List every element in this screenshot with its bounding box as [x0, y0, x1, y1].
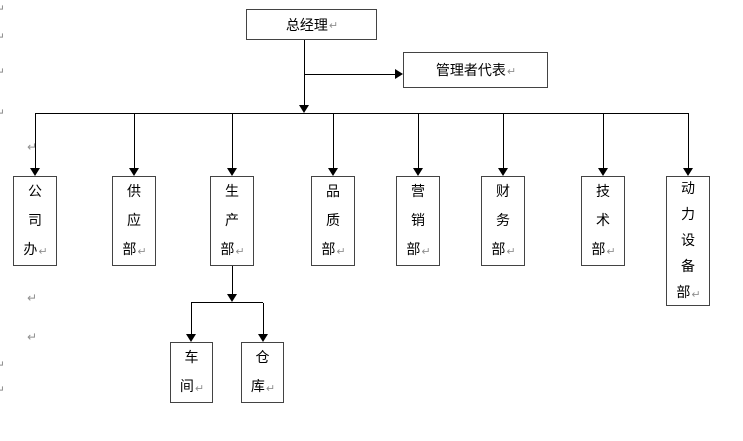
connector-production-vertical — [232, 266, 233, 294]
paragraph-mark-icon: ↵ — [235, 245, 245, 258]
connector-drop — [134, 114, 135, 168]
org-box-label: 仓库↵ — [250, 351, 276, 395]
org-box-label: 生产部↵ — [220, 185, 245, 258]
connector-drop — [418, 114, 419, 168]
org-box-label: 供应部↵ — [122, 185, 147, 258]
connector-management-rep — [304, 74, 395, 75]
org-box-label: 总经理 — [285, 18, 328, 34]
arrowhead-down-icon — [186, 334, 196, 342]
org-box-supply-dept[interactable]: 供应部↵ — [112, 176, 156, 266]
arrowhead-down-icon — [299, 105, 309, 113]
paragraph-mark-icon: ↵ — [0, 106, 6, 120]
paragraph-mark-icon: ↵ — [0, 358, 6, 372]
org-box-warehouse[interactable]: 仓库↵ — [241, 342, 284, 403]
org-box-management-representative[interactable]: 管理者代表↵ — [403, 52, 548, 88]
org-box-label: 动力设备部↵ — [676, 182, 701, 301]
arrowhead-right-icon — [395, 69, 403, 79]
connector-drop — [603, 114, 604, 168]
connector-drop — [232, 114, 233, 168]
arrowhead-down-icon — [258, 334, 268, 342]
org-box-label: 品质部↵ — [321, 185, 346, 258]
arrowhead-down-icon — [598, 168, 608, 176]
connector-distribution-line — [35, 113, 689, 114]
org-box-general-manager[interactable]: 总经理↵ — [246, 9, 377, 40]
paragraph-mark-icon: ↵ — [137, 245, 147, 258]
arrowhead-down-icon — [227, 168, 237, 176]
org-box-label: 管理者代表 — [435, 64, 506, 79]
paragraph-mark-icon: ↵ — [0, 2, 6, 16]
paragraph-mark-icon: ↵ — [27, 330, 38, 344]
connector-drop — [688, 114, 689, 168]
connector-drop — [503, 114, 504, 168]
paragraph-mark-icon: ↵ — [0, 30, 6, 44]
paragraph-mark-icon: ↵ — [506, 245, 516, 258]
org-box-finance-dept[interactable]: 财务部↵ — [481, 176, 525, 266]
arrowhead-down-icon — [498, 168, 508, 176]
paragraph-mark-icon: ↵ — [194, 382, 205, 395]
arrowhead-down-icon — [30, 168, 40, 176]
org-box-company-office[interactable]: 公司办↵ — [13, 176, 57, 266]
org-box-technology-dept[interactable]: 技术部↵ — [581, 176, 625, 266]
paragraph-mark-icon: ↵ — [328, 19, 339, 32]
org-box-marketing-dept[interactable]: 营销部↵ — [396, 176, 440, 266]
paragraph-mark-icon: ↵ — [27, 291, 38, 305]
arrowhead-down-icon — [413, 168, 423, 176]
connector-production-split — [191, 302, 263, 303]
org-box-workshop[interactable]: 车间↵ — [170, 342, 213, 403]
arrowhead-down-icon — [227, 294, 237, 302]
paragraph-mark-icon: ↵ — [265, 382, 276, 395]
paragraph-mark-icon: ↵ — [336, 245, 346, 258]
arrowhead-down-icon — [328, 168, 338, 176]
org-box-quality-dept[interactable]: 品质部↵ — [311, 176, 355, 266]
paragraph-mark-icon: ↵ — [506, 64, 517, 78]
paragraph-mark-icon: ↵ — [0, 65, 6, 79]
paragraph-mark-icon: ↵ — [27, 140, 38, 154]
paragraph-mark-icon: ↵ — [38, 245, 48, 258]
org-box-power-equipment-dept[interactable]: 动力设备部↵ — [666, 176, 710, 306]
paragraph-mark-icon: ↵ — [421, 245, 431, 258]
arrowhead-down-icon — [129, 168, 139, 176]
arrowhead-down-icon — [683, 168, 693, 176]
connector-drop — [35, 114, 36, 168]
connector-root-vertical — [304, 40, 305, 105]
paragraph-mark-icon: ↵ — [606, 245, 616, 258]
paragraph-mark-icon: ↵ — [691, 288, 701, 301]
org-box-production-dept[interactable]: 生产部↵ — [210, 176, 254, 266]
connector-drop — [263, 303, 264, 334]
connector-drop — [191, 303, 192, 334]
org-box-label: 公司办↵ — [23, 185, 48, 258]
connector-drop — [333, 114, 334, 168]
org-box-label: 财务部↵ — [491, 185, 516, 258]
org-box-label: 技术部↵ — [591, 185, 616, 258]
org-box-label: 营销部↵ — [406, 185, 431, 258]
paragraph-mark-icon: ↵ — [0, 383, 6, 397]
org-box-label: 车间↵ — [179, 351, 205, 395]
